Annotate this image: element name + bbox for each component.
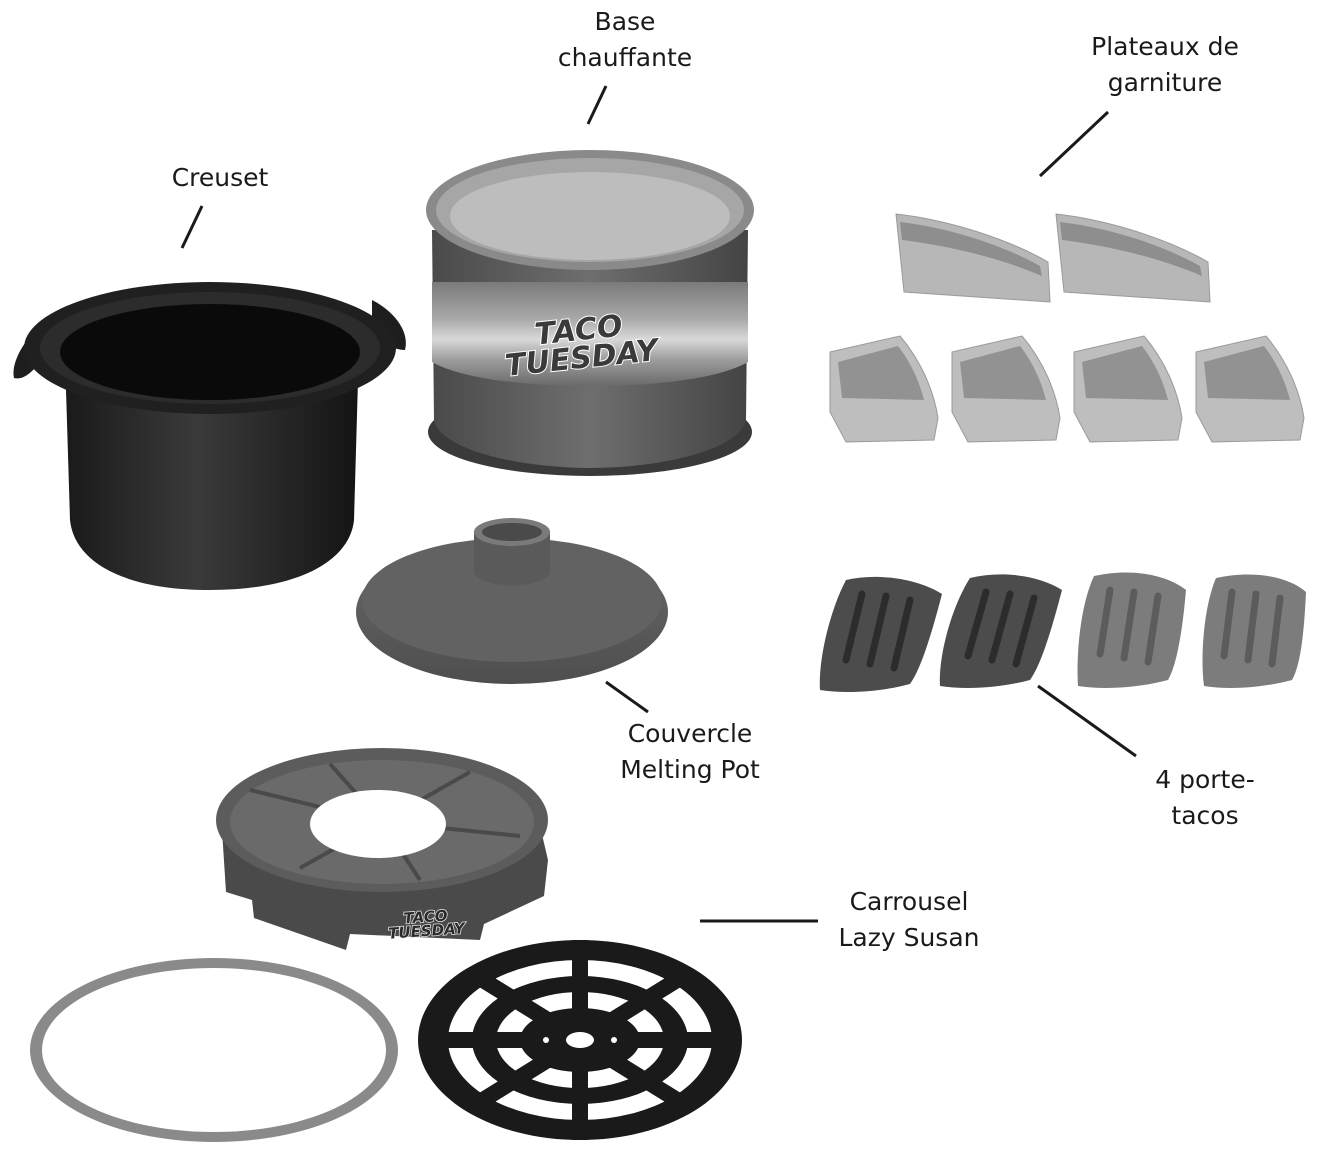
label-base-line-1: Base — [594, 7, 656, 36]
tray-small-4 — [1195, 335, 1305, 443]
taco-tuesday-logo: TACO TUESDAY — [502, 308, 663, 385]
carrousel-tray: TACO TUESDAY — [216, 748, 548, 950]
creuset-crock — [13, 282, 406, 590]
label-creuset-line-1: Creuset — [171, 163, 269, 192]
leader-lines — [180, 85, 1137, 923]
porte-tacos — [819, 572, 1306, 692]
tray-large-1 — [895, 213, 1051, 303]
taco-holder-1 — [819, 576, 942, 692]
label-creuset: Creuset — [150, 160, 290, 196]
leader-line-base — [586, 85, 608, 125]
leader-line-plateaux — [1038, 110, 1110, 178]
label-carrousel-line-1: Carrousel — [849, 887, 969, 916]
label-porte-tacos-line-2: tacos — [1171, 801, 1239, 830]
label-base-chauffante: Base chauffante — [540, 4, 710, 76]
label-porte-tacos: 4 porte- tacos — [1140, 762, 1270, 834]
tray-small-2 — [951, 335, 1061, 443]
label-base-line-2: chauffante — [557, 43, 693, 72]
leader-line-creuset — [180, 205, 204, 249]
base-chauffante: TACO TUESDAY — [426, 150, 754, 476]
carrousel-ring — [30, 958, 398, 1142]
plateaux-garniture — [829, 213, 1305, 443]
tray-large-2 — [1055, 213, 1211, 303]
couvercle-lid — [356, 518, 668, 684]
label-carrousel-lazy-susan: Carrousel Lazy Susan — [826, 884, 992, 956]
taco-holder-2 — [939, 574, 1062, 688]
label-porte-tacos-line-1: 4 porte- — [1155, 765, 1255, 794]
taco-holder-3 — [1077, 572, 1186, 688]
label-carrousel-line-2: Lazy Susan — [838, 923, 980, 952]
leader-line-porte-tacos — [1037, 684, 1137, 758]
label-couvercle-melting-pot: Couvercle Melting Pot — [600, 716, 780, 788]
label-plateaux-line-1: Plateaux de — [1091, 32, 1239, 61]
label-couvercle-line-2: Melting Pot — [620, 755, 760, 784]
carrousel-logo-line-1: TACO — [403, 906, 448, 927]
logo-line-1: TACO — [533, 309, 624, 353]
taco-holder-4 — [1202, 574, 1306, 688]
tray-small-1 — [829, 335, 939, 443]
carrousel-grid-plate — [418, 940, 742, 1140]
label-plateaux-garniture: Plateaux de garniture — [1070, 29, 1260, 101]
tray-small-3 — [1073, 335, 1183, 443]
label-plateaux-line-2: garniture — [1107, 68, 1223, 97]
carrousel-lazy-susan: TACO TUESDAY — [30, 748, 742, 1142]
label-couvercle-line-1: Couvercle — [627, 719, 753, 748]
leader-line-couvercle — [605, 680, 649, 714]
